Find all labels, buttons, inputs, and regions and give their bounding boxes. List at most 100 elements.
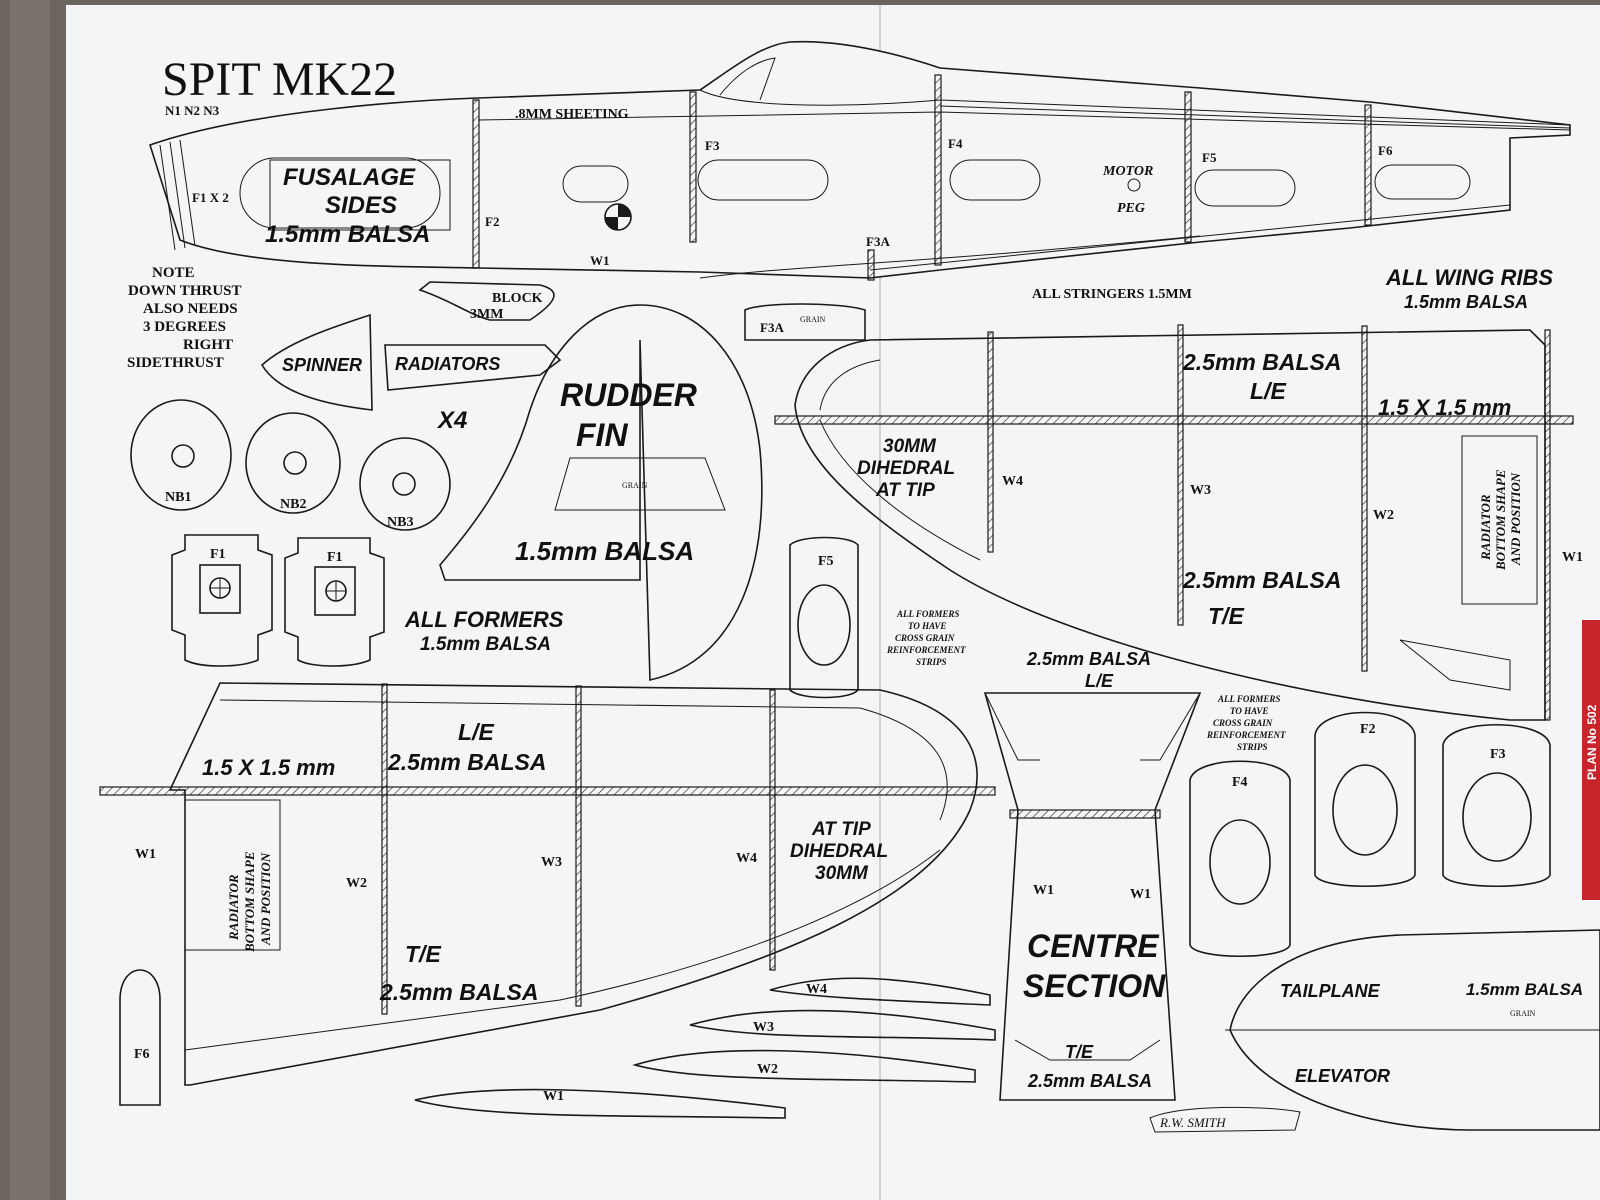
right-radiator-2: BOTTOM SHAPE (1493, 469, 1508, 571)
rudder-fin-part (439, 304, 763, 681)
wing-w1-fuselage-label: W1 (590, 253, 610, 268)
formers-note-r5: STRIPS (1237, 742, 1268, 752)
side-tab-label: PLAN No 502 (1585, 704, 1599, 780)
all-formers-label: ALL FORMERS (404, 607, 564, 632)
rudder-line-2: FIN (576, 417, 628, 453)
right-wing-te-size: 2.5mm BALSA (1182, 567, 1341, 593)
rib-w1-label: W1 (543, 1089, 564, 1104)
right-dihedral-1: 30MM (883, 436, 937, 457)
formers-note-r4: REINFORCEMENT (1206, 730, 1286, 740)
formers-note-r2: TO HAVE (1230, 706, 1268, 716)
left-wing-w1: W1 (135, 847, 156, 862)
former-f5-label: F5 (1202, 150, 1217, 165)
former-f3a-grain: GRAIN (800, 315, 826, 324)
former-f3-part-label: F3 (1490, 747, 1506, 762)
right-wing-w4: W4 (1002, 474, 1023, 489)
note-line-2: DOWN THRUST (128, 283, 242, 299)
former-f5-part-label: F5 (818, 554, 834, 569)
tailplane-part (1229, 929, 1600, 1131)
formers-note-4: REINFORCEMENT (886, 645, 966, 655)
all-formers-size: 1.5mm BALSA (420, 634, 551, 655)
formers-note-2: TO HAVE (908, 621, 946, 631)
formers-note-r3: CROSS GRAIN (1213, 718, 1273, 728)
fuselage-sides-2: SIDES (325, 192, 397, 219)
rib-w4-label: W4 (806, 982, 827, 997)
former-f3-label: F3 (705, 138, 720, 153)
wing-ribs-size: 1.5mm BALSA (1404, 292, 1528, 312)
note-line-4: 3 DEGREES (143, 319, 226, 335)
left-radiator-2: BOTTOM SHAPE (242, 851, 257, 953)
centre-w1a: W1 (1033, 883, 1054, 898)
left-wing-te-size: 2.5mm BALSA (379, 979, 538, 1005)
elevator-label: ELEVATOR (1295, 1066, 1390, 1086)
formers-note-3: CROSS GRAIN (895, 633, 955, 643)
note-line-5: RIGHT (183, 337, 233, 353)
former-f1a-label: F1 (210, 547, 226, 562)
left-dihedral-1: AT TIP (811, 819, 871, 840)
left-wing-panel (99, 682, 996, 1086)
formers-note-1: ALL FORMERS (896, 609, 959, 619)
left-dihedral-2: DIHEDRAL (790, 841, 888, 862)
right-wing-panel (774, 324, 1574, 721)
left-wing-te-label: T/E (405, 941, 441, 967)
radiators-part (384, 344, 562, 391)
bottom-le-size: 2.5mm BALSA (1026, 649, 1151, 669)
former-f1-parts (171, 534, 385, 667)
right-wing-w1: W1 (1562, 550, 1583, 565)
left-radiator-3: AND POSITION (258, 852, 273, 946)
nb1-label: NB1 (165, 490, 191, 505)
rudder-line-1: RUDDER (560, 377, 697, 413)
right-radiator-3: AND POSITION (1508, 472, 1523, 566)
left-wing-le-size: 2.5mm BALSA (387, 749, 546, 775)
former-f3a-part (744, 303, 866, 341)
centre-te: T/E (1065, 1042, 1094, 1062)
left-wing-w4: W4 (736, 851, 757, 866)
wing-ribs-title: ALL WING RIBS (1385, 265, 1553, 290)
former-f1-label: F1 X 2 (192, 190, 229, 205)
note-line-1: NOTE (152, 265, 195, 281)
centre-line-1: CENTRE (1027, 928, 1160, 964)
right-dihedral-3: AT TIP (875, 480, 935, 501)
former-f3a-label: F3A (866, 234, 890, 249)
rudder-size: 1.5mm BALSA (515, 536, 694, 566)
spinner-label: SPINNER (282, 355, 362, 375)
right-wing-w3: W3 (1190, 483, 1211, 498)
former-f6-part-label: F6 (134, 1047, 150, 1062)
formers-note-r1: ALL FORMERS (1217, 694, 1280, 704)
formers-note-5: STRIPS (916, 657, 947, 667)
tailplane-label: TAILPLANE (1280, 981, 1381, 1001)
centre-size: 2.5mm BALSA (1027, 1071, 1152, 1091)
bottom-le-label: L/E (1085, 671, 1114, 691)
stringers-label: ALL STRINGERS 1.5MM (1032, 287, 1192, 302)
radiators-count: X4 (436, 407, 467, 434)
right-wing-te-label: T/E (1208, 603, 1244, 629)
side-tab (1582, 620, 1600, 900)
fuselage-side (149, 40, 1571, 321)
nb3-label: NB3 (387, 515, 413, 530)
left-wing-w2: W2 (346, 876, 367, 891)
left-wing-le-label: L/E (458, 719, 494, 745)
former-f4-part-label: F4 (1232, 775, 1248, 790)
left-dihedral-3: 30MM (815, 863, 869, 884)
motor-label: MOTOR (1102, 164, 1153, 179)
mat-stripe (10, 0, 50, 1200)
former-f6-label: F6 (1378, 143, 1393, 158)
formers-f4-f2-f3 (1189, 711, 1551, 958)
right-radiator-1: RADIATOR (1478, 494, 1493, 561)
left-radiator-1: RADIATOR (226, 874, 241, 941)
centre-section-part (983, 692, 1202, 1101)
nose-block-discs (130, 399, 451, 531)
former-f1b-label: F1 (327, 550, 343, 565)
left-wing-w3: W3 (541, 855, 562, 870)
signature-box (1149, 1106, 1301, 1133)
centre-w1b: W1 (1130, 887, 1151, 902)
spinner-part (260, 313, 373, 411)
former-f2-label: F2 (485, 214, 499, 229)
nb2-label: NB2 (280, 497, 306, 512)
block-size-label: 3MM (470, 307, 503, 322)
peg-label: PEG (1117, 201, 1145, 216)
note-line-3: ALSO NEEDS (143, 301, 238, 317)
right-wing-le-size: 2.5mm BALSA (1182, 349, 1341, 375)
left-wing-spar: 1.5 X 1.5 mm (202, 755, 335, 780)
centre-line-2: SECTION (1023, 968, 1166, 1004)
